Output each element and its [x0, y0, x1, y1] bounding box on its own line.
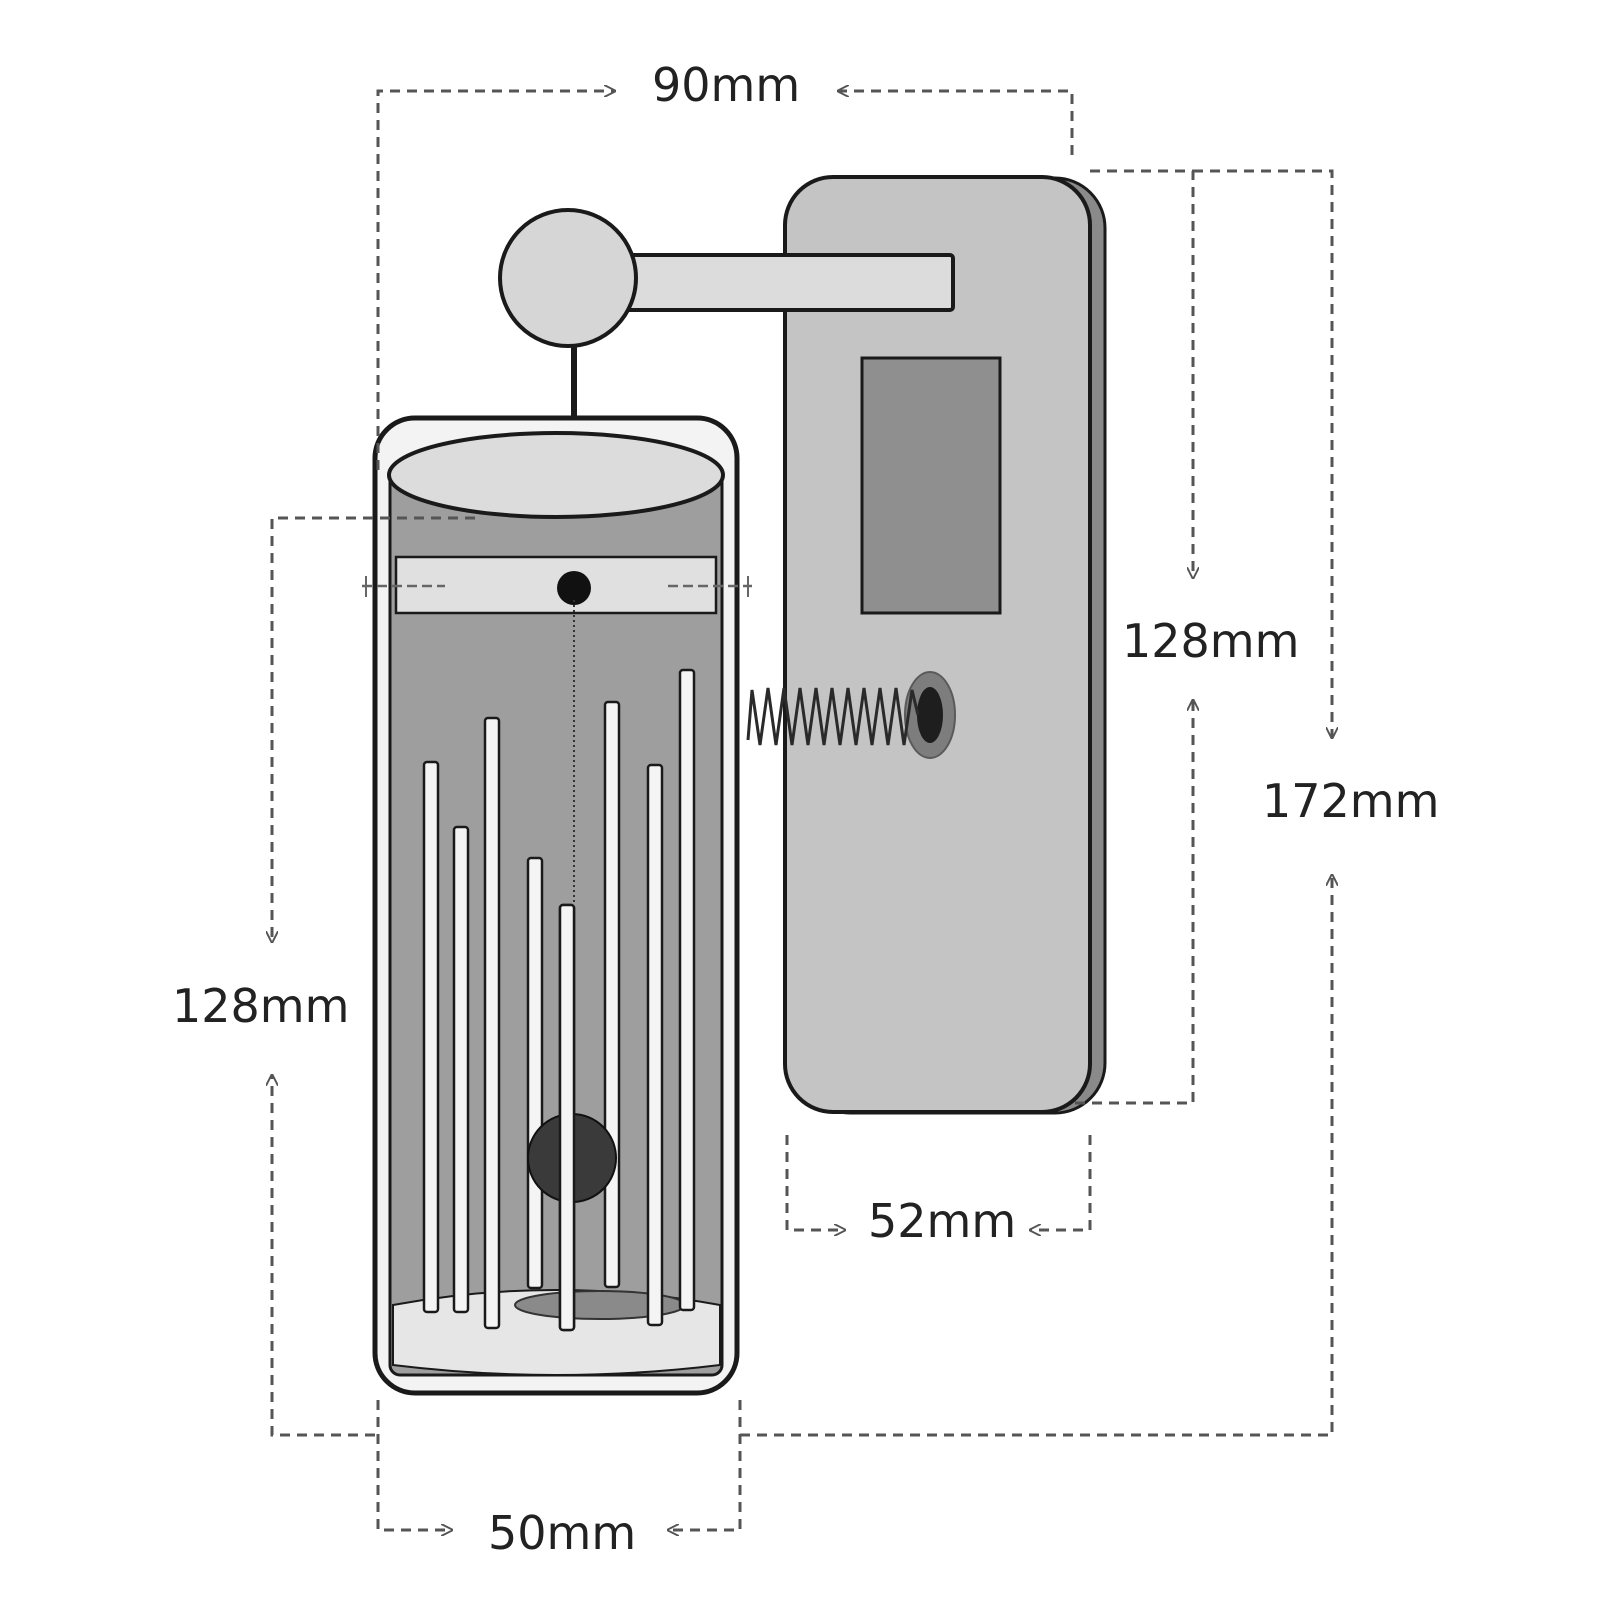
dim-overall-top	[1193, 169, 1332, 738]
sensor-port	[917, 687, 943, 743]
arm-bar	[623, 253, 955, 312]
dim-device-bottom	[1075, 700, 1193, 1105]
cylinder-collar	[394, 555, 718, 615]
rod	[483, 716, 501, 1330]
overall-height-label: 172mm	[1262, 774, 1440, 828]
spring	[746, 687, 920, 746]
dim-cyl-bottom	[272, 1075, 375, 1437]
device-height-label: 128mm	[1122, 614, 1300, 668]
dim-top-right	[838, 91, 1074, 155]
rod	[526, 856, 544, 1290]
dimension-lines	[272, 91, 1332, 1530]
overall-width-label: 90mm	[652, 58, 801, 112]
device-width-label: 52mm	[868, 1194, 1017, 1248]
device-body	[783, 175, 1092, 1114]
rod	[422, 760, 440, 1314]
cylinder-height-label: 128mm	[172, 979, 350, 1033]
dim-top-left	[376, 91, 615, 470]
cylinder-top-opening	[387, 431, 725, 519]
dim-cyl-top	[272, 516, 475, 942]
dim-device-right	[1030, 1135, 1092, 1230]
rod	[678, 668, 696, 1312]
device-screen	[860, 356, 1002, 615]
dim-cyl-diam-right	[668, 1400, 742, 1530]
dim-device-left	[785, 1135, 845, 1230]
arm-knob	[498, 208, 638, 348]
device-unit	[783, 175, 1107, 1115]
rod	[452, 825, 470, 1314]
rod	[646, 763, 664, 1327]
collar-pivot	[557, 571, 591, 605]
cylinder-diameter-label: 50mm	[488, 1506, 637, 1560]
rod	[558, 903, 576, 1332]
dim-cyl-diam-left	[376, 1400, 452, 1530]
cylinder	[362, 415, 752, 1396]
rod	[603, 700, 621, 1289]
